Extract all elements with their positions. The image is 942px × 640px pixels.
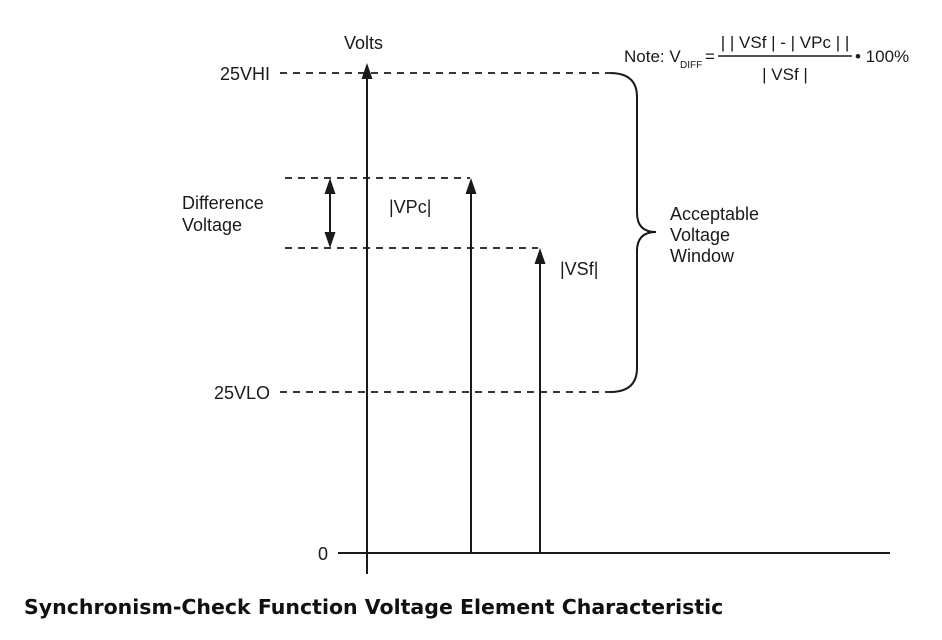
- formula-numerator: | | VSf | - | VPc | |: [721, 33, 850, 52]
- vdiff-formula-note: Note: V DIFF = | | VSf | - | VPc | | | V…: [624, 33, 909, 84]
- difference-arrowhead-up: [324, 178, 336, 194]
- note-subscript: DIFF: [680, 60, 702, 71]
- note-equals: =: [705, 47, 715, 66]
- vsf-label: |VSf|: [560, 259, 598, 279]
- difference-label-line-2: Voltage: [182, 215, 242, 235]
- difference-arrowhead-down: [324, 232, 336, 248]
- level-zero-label: 0: [318, 544, 328, 564]
- window-label-line-3: Window: [670, 246, 735, 266]
- level-high-label: 25VHI: [220, 64, 270, 84]
- difference-label-line-1: Difference: [182, 193, 264, 213]
- level-low-label: 25VLO: [214, 383, 270, 403]
- vsf-arrowhead: [534, 248, 546, 264]
- y-axis-arrowhead: [361, 63, 373, 79]
- acceptable-window-label: Acceptable Voltage Window: [670, 204, 764, 266]
- acceptable-window-brace: [609, 72, 657, 393]
- vpc-label: |VPc|: [389, 197, 431, 217]
- window-label-line-2: Voltage: [670, 225, 730, 245]
- difference-voltage-label: Difference Voltage: [182, 193, 269, 235]
- window-label-line-1: Acceptable: [670, 204, 759, 224]
- figure-caption: Synchronism-Check Function Voltage Eleme…: [24, 595, 723, 619]
- formula-denominator: | VSf |: [762, 65, 808, 84]
- vpc-arrowhead: [465, 178, 477, 194]
- note-prefix: Note: V: [624, 47, 681, 66]
- formula-suffix: • 100%: [855, 47, 909, 66]
- y-axis-label: Volts: [344, 33, 383, 53]
